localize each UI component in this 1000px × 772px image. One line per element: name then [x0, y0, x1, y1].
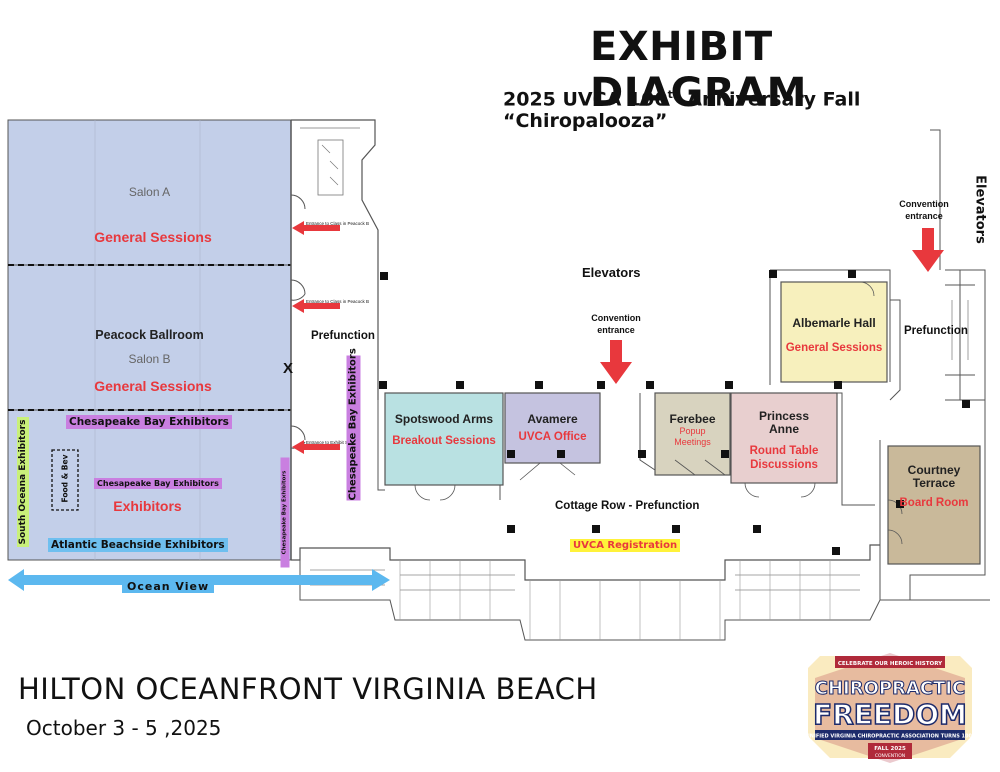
ferebee-name: Ferebee	[669, 412, 716, 426]
albemarle-name: Albemarle Hall	[792, 316, 876, 330]
page-title: EXHIBIT DIAGRAM	[590, 24, 807, 116]
chesapeake-tag-top: Chesapeake Bay Exhibitors	[66, 415, 232, 429]
venue-name: HILTON OCEANFRONT VIRGINIA BEACH	[18, 672, 598, 706]
south-oceana-tag: South Oceana Exhibitors	[17, 417, 29, 547]
albemarle-use: General Sessions	[785, 342, 883, 354]
event-dates: October 3 - 5 ,2025	[26, 716, 222, 740]
salon-a-room	[7, 119, 292, 266]
spotswood-name: Spotswood Arms	[394, 412, 494, 426]
avamere-name: Avamere	[527, 412, 578, 426]
prefunction-left-label: Prefunction	[311, 330, 375, 342]
salon-b-room	[7, 264, 292, 411]
salon-a-use: General Sessions	[94, 229, 212, 245]
elevators-center-label: Elevators	[582, 265, 641, 280]
logo-line2: FREEDOM	[813, 698, 967, 731]
uvca-registration-tag: UVCA Registration	[570, 539, 681, 552]
chesapeake-tag-small: Chesapeake Bay Exhibitors	[280, 457, 290, 568]
food-bev-area	[51, 449, 79, 511]
logo-top-banner: CELEBRATE OUR HEROIC HISTORY	[838, 661, 943, 667]
atlantic-tag: Atlantic Beachside Exhibitors	[48, 538, 228, 552]
avamere-use: UVCA Office	[518, 431, 587, 443]
spotswood-use: Breakout Sessions	[392, 435, 496, 447]
exhibit-hall-use: Exhibitors	[113, 498, 182, 514]
x-mark: X	[283, 360, 294, 377]
ocean-view-label: Ocean View	[122, 580, 215, 593]
logo-badge-line2: CONVENTION	[875, 753, 905, 759]
entrance-note: Entrance to Class in Peacock B	[306, 221, 370, 226]
peacock-ballroom-name: Peacock Ballroom	[95, 328, 204, 342]
page-subtitle: 2025 UVCA 100th Anniversary Fall “Chirop…	[503, 88, 861, 133]
logo-ribbon: UNIFIED VIRGINIA CHIROPRACTIC ASSOCIATIO…	[806, 734, 975, 740]
logo-line1: CHIROPRACTIC	[815, 678, 966, 699]
cottage-row-label: Cottage Row - Prefunction	[555, 500, 700, 512]
chesapeake-tag-mid: Chesapeake Bay Exhibitors	[94, 478, 222, 489]
convention-entrance-arrow-center	[600, 340, 632, 384]
food-bev-label: Food & Bev	[60, 454, 70, 503]
spotswood-arms-room	[384, 392, 504, 486]
avamere-room	[504, 392, 601, 464]
courtney-use: Board Room	[899, 497, 969, 509]
albemarle-hall-room	[780, 281, 888, 383]
entrance-note: Entrance to Exhibit Space	[306, 440, 358, 445]
entrance-arrows	[292, 221, 340, 454]
salon-a-name: Salon A	[128, 185, 171, 199]
chiropractic-freedom-logo: CELEBRATE OUR HEROIC HISTORY CHIROPRACTI…	[806, 653, 975, 763]
convention-entrance-arrow-right	[912, 228, 944, 272]
chesapeake-tag-vertical: Chesapeake Bay Exhibitors	[346, 348, 361, 501]
elevators-right-label: Elevators	[972, 175, 988, 244]
logo-badge-line1: FALL 2025	[874, 746, 906, 752]
entrance-note: Entrance to Class in Peacock B	[306, 299, 370, 304]
princess-anne-room	[730, 392, 838, 484]
salon-b-use: General Sessions	[94, 378, 212, 394]
prefunction-right-label: Prefunction	[904, 325, 968, 337]
ferebee-room	[654, 392, 731, 476]
salon-b-name: Salon B	[128, 352, 171, 366]
